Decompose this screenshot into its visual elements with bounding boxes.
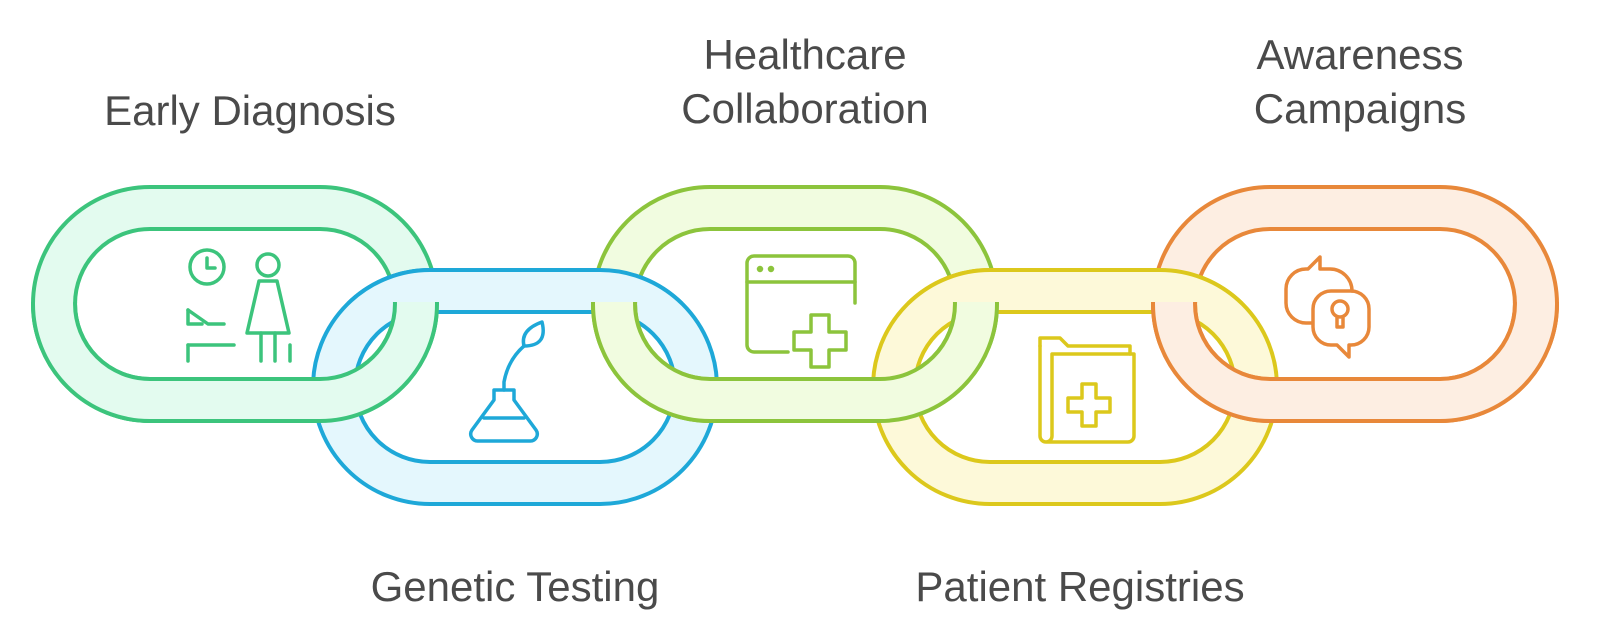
medical-folder-icon (1038, 336, 1136, 444)
interlock-overlaps-lower (31, 302, 1559, 423)
chain-link-patient-registries (871, 268, 1279, 506)
label-line: Awareness (1256, 31, 1464, 78)
idea-chat-icon (1284, 255, 1371, 359)
label-line: Early Diagnosis (104, 87, 396, 134)
label-line: Campaigns (1253, 85, 1467, 132)
interlock-overlaps (346, 268, 1244, 302)
label-line: Healthcare (703, 31, 907, 78)
label-awareness-campaigns: Awareness Campaigns (1150, 28, 1570, 136)
medical-window-icon (745, 254, 857, 369)
label-patient-registries: Patient Registries (870, 560, 1290, 614)
chain-link-genetic-testing (311, 268, 719, 506)
lab-flask-leaf-icon (469, 320, 545, 443)
label-genetic-testing: Genetic Testing (305, 560, 725, 614)
label-line: Genetic Testing (370, 563, 660, 610)
label-early-diagnosis: Early Diagnosis (40, 84, 460, 138)
label-line: Patient Registries (915, 563, 1245, 610)
doctor-patient-icon (186, 248, 292, 363)
label-line: Collaboration (681, 85, 929, 132)
label-healthcare-collaboration: Healthcare Collaboration (595, 28, 1015, 136)
